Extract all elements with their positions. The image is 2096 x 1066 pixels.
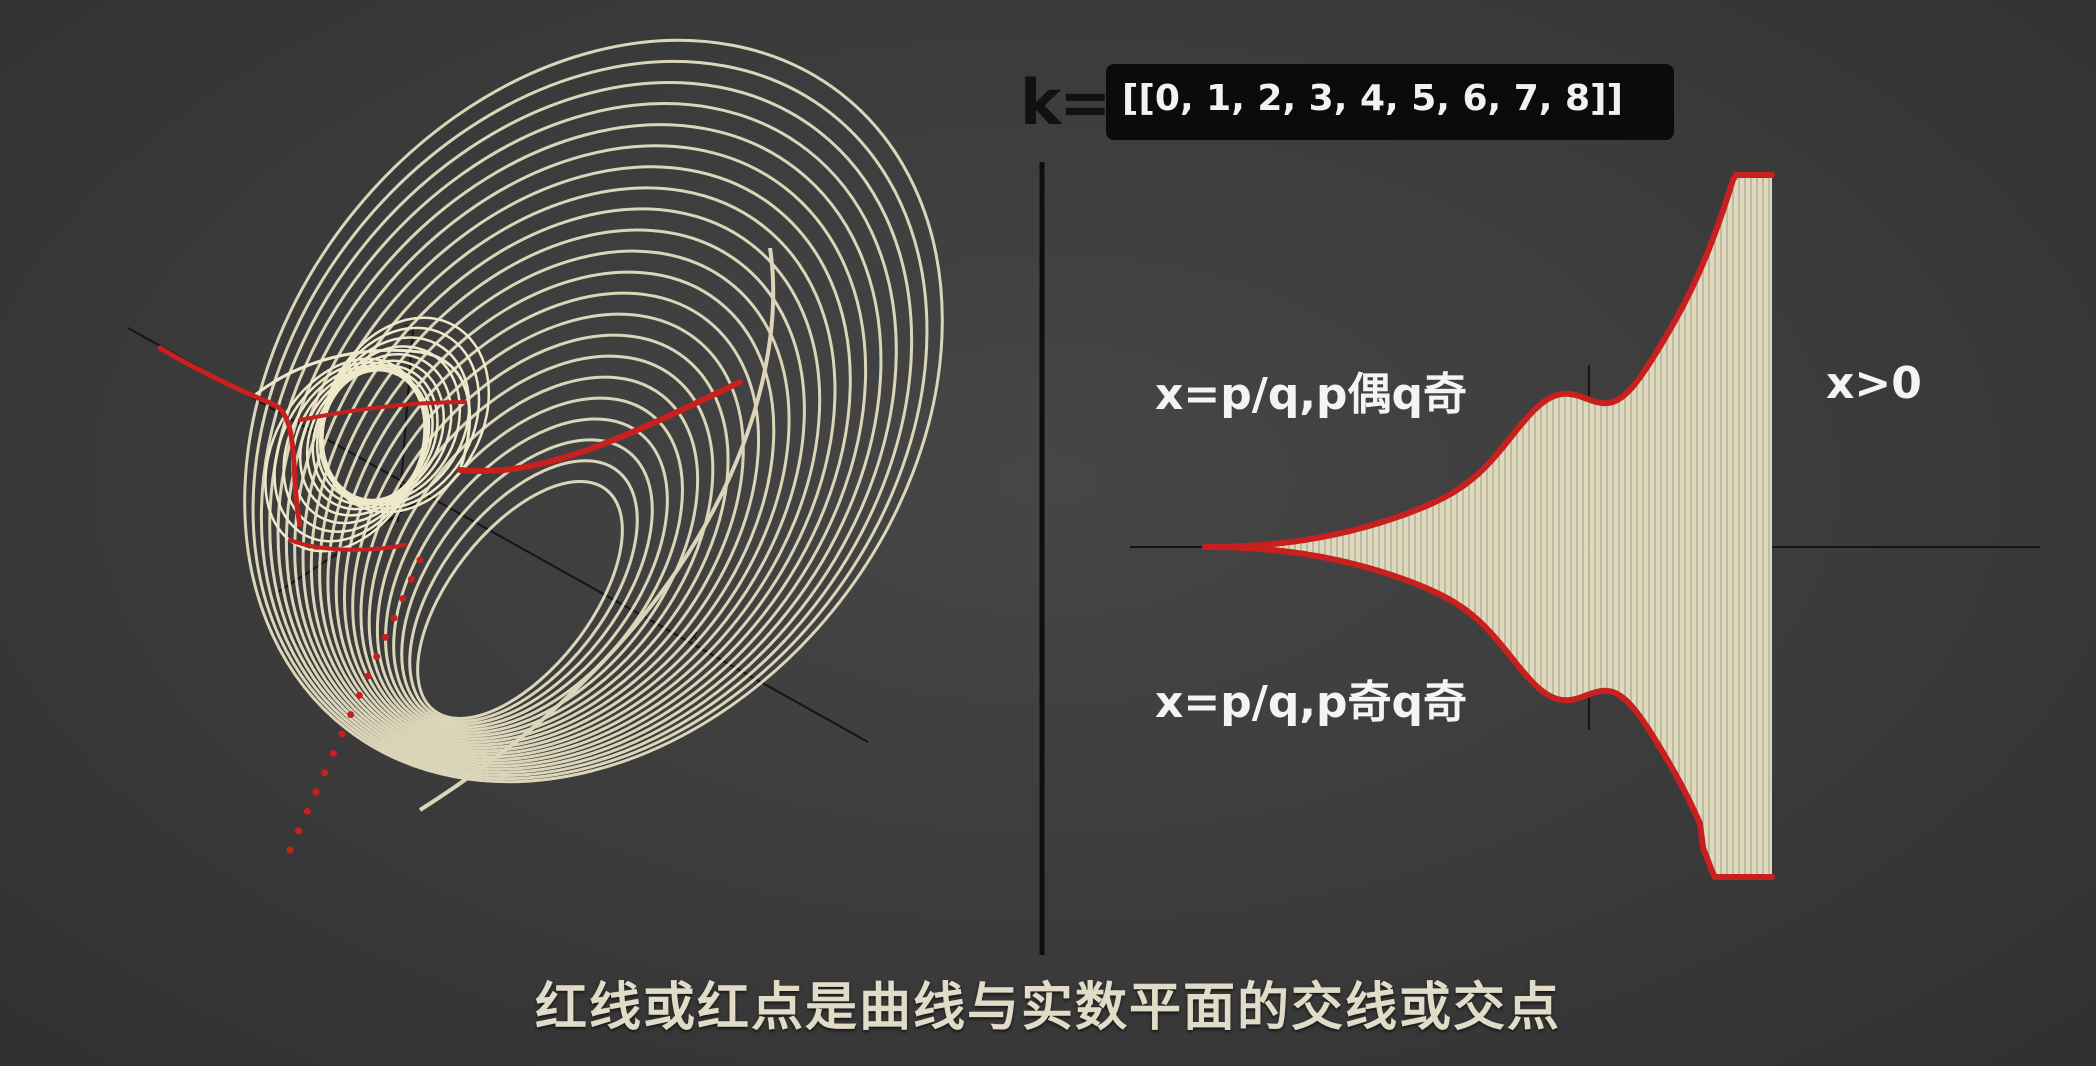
torus-outline bbox=[254, 348, 472, 471]
k-input-field[interactable]: [[0, 1, 2, 3, 4, 5, 6, 7, 8]] bbox=[1106, 64, 1674, 140]
torus-ring bbox=[321, 336, 471, 507]
lower-envelope-curve bbox=[1202, 544, 1775, 880]
k-label: k= bbox=[1020, 66, 1111, 139]
torus-ring bbox=[311, 367, 434, 506]
surface-disc-rings bbox=[243, 38, 944, 812]
upper-envelope-curve bbox=[1202, 172, 1775, 550]
surface-3d-plot: z x bbox=[127, 38, 944, 854]
intersection-point bbox=[355, 691, 363, 699]
disc-ring bbox=[293, 165, 852, 765]
intersection-curve-torus-bottom bbox=[288, 538, 407, 552]
disc-ring bbox=[276, 123, 883, 771]
axis-3d-tick: x bbox=[690, 628, 698, 644]
intersection-point bbox=[399, 595, 407, 603]
intersection-point bbox=[286, 846, 294, 854]
torus-ring bbox=[305, 368, 431, 511]
disc-ring bbox=[251, 59, 929, 781]
label-positive-x: x>0 bbox=[1826, 358, 1922, 409]
disc-ring bbox=[259, 81, 914, 777]
intersection-curve-torus-top bbox=[298, 400, 467, 422]
disc-ring bbox=[334, 270, 776, 750]
envelope-texture bbox=[1282, 177, 1770, 875]
disc-ring bbox=[408, 459, 639, 723]
intersection-curve-right bbox=[457, 379, 743, 474]
label-upper-region: x=p/q,p偶q奇 bbox=[1155, 369, 1468, 420]
intersection-curve-left bbox=[157, 345, 303, 528]
projection-2d-plot bbox=[1130, 172, 2040, 880]
subtitle-caption: 红线或红点是曲线与实数平面的交线或交点 bbox=[534, 978, 1561, 1038]
intersection-point bbox=[338, 730, 346, 738]
torus-ring bbox=[319, 316, 491, 514]
intersection-point bbox=[347, 711, 355, 719]
disc-ring bbox=[243, 38, 944, 784]
disc-ring bbox=[375, 375, 700, 735]
intersection-point bbox=[364, 672, 372, 680]
intersection-point bbox=[416, 556, 424, 564]
disc-ring bbox=[284, 144, 868, 768]
intersection-point bbox=[381, 633, 389, 641]
disc-ring bbox=[400, 438, 654, 726]
intersection-point bbox=[321, 769, 329, 777]
disc-ring bbox=[416, 480, 624, 720]
intersection-point bbox=[312, 788, 320, 796]
intersection-point bbox=[303, 807, 311, 815]
intersection-point bbox=[390, 614, 398, 622]
disc-outer-arc bbox=[418, 247, 776, 812]
intersection-points-3d bbox=[286, 556, 424, 854]
intersection-point bbox=[329, 749, 337, 757]
intersection-point bbox=[407, 575, 415, 583]
envelope-fill bbox=[1205, 175, 1772, 877]
disc-ring bbox=[351, 312, 745, 744]
intersection-point bbox=[295, 827, 303, 835]
disc-ring bbox=[342, 291, 761, 747]
disc-ring bbox=[268, 102, 898, 774]
disc-ring bbox=[326, 249, 791, 753]
disc-ring bbox=[301, 186, 837, 762]
label-lower-region: x=p/q,p奇q奇 bbox=[1155, 677, 1468, 728]
disc-ring bbox=[318, 228, 806, 756]
disc-ring bbox=[392, 417, 669, 729]
intersection-point bbox=[373, 653, 381, 661]
